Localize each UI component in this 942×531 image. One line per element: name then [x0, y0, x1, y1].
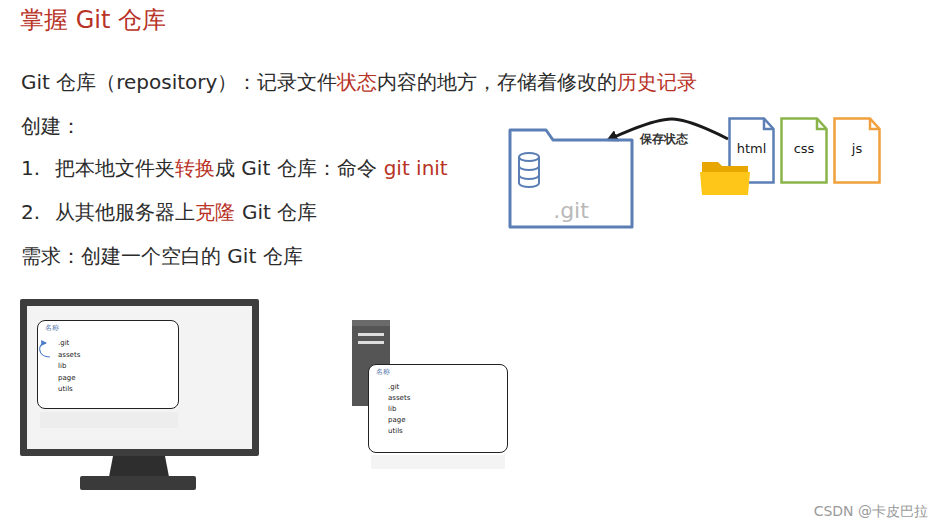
file-name: assets: [58, 351, 80, 360]
file-name: lib: [58, 362, 66, 371]
server-slot: [358, 333, 384, 336]
file-label: html: [737, 141, 767, 156]
body-text: 创建：: [21, 113, 81, 140]
local-file-window: 名称 .git assets lib page utils: [37, 320, 179, 409]
file-name: page: [58, 374, 75, 383]
highlight-text: git init: [384, 156, 448, 180]
highlight-text: 历史记录: [617, 69, 697, 96]
window-reflection: [371, 455, 505, 469]
monitor-base: [80, 476, 196, 490]
server-file-window: 名称 .git assets lib page utils: [368, 364, 508, 453]
body-text: 成 Git 仓库：命令: [215, 155, 377, 182]
body-text: 内容的地方，存储着修改的: [377, 69, 617, 96]
window-reflection: [40, 412, 178, 428]
highlight-text: 克隆: [195, 199, 235, 226]
text-line: 创建：: [21, 114, 81, 138]
file-name: utils: [388, 427, 403, 436]
title: 掌握 Git 仓库: [20, 4, 166, 36]
file-name: lib: [388, 405, 396, 414]
body-text: Git 仓库（repository）：记录文件: [21, 69, 337, 96]
text-line: 1.把本地文件夹转换成 Git 仓库：命令 git init: [21, 156, 448, 180]
text-line: Git 仓库（repository）：记录文件状态内容的地方，存储着修改的历史记…: [21, 70, 697, 94]
yellow-folder: [700, 162, 750, 195]
repository-label: .git: [553, 198, 589, 223]
monitor-neck: [109, 456, 169, 477]
js-file: js: [833, 117, 881, 184]
text-line: 需求：创建一个空白的 Git 仓库: [21, 244, 303, 268]
init-loop-arrow: [40, 343, 50, 357]
file-name: .git: [58, 339, 69, 348]
column-header: 名称: [45, 324, 59, 333]
html-file: html: [728, 117, 775, 184]
file-label: css: [794, 141, 815, 156]
css-file: css: [780, 117, 828, 184]
column-header: 名称: [376, 368, 390, 377]
file-name: assets: [388, 394, 410, 403]
database-icon: [519, 153, 539, 187]
watermark: CSDN @卡皮巴拉: [814, 503, 928, 521]
monitor-screen: [27, 306, 252, 449]
server-top: [352, 320, 390, 326]
edge-label: 保存状态: [638, 131, 690, 148]
server-slot: [358, 341, 384, 344]
highlight-text: 转换: [175, 155, 215, 182]
git-repository-folder: .git: [508, 127, 634, 229]
text-line: 2.从其他服务器上克隆 Git 仓库: [21, 200, 317, 224]
body-text: Git 仓库: [242, 199, 317, 226]
file-label: js: [852, 141, 862, 156]
file-name: utils: [58, 385, 73, 394]
file-name: .git: [388, 383, 399, 392]
body-text: 1.: [21, 156, 55, 180]
body-text: 需求：创建一个空白的 Git 仓库: [21, 243, 303, 270]
monitor-frame: [20, 299, 259, 456]
body-text: 从其他服务器上: [55, 199, 195, 226]
body-text: 把本地文件夹: [55, 155, 175, 182]
file-name: page: [388, 416, 405, 425]
body-text: 2.: [21, 200, 55, 224]
highlight-text: 状态: [337, 69, 377, 96]
